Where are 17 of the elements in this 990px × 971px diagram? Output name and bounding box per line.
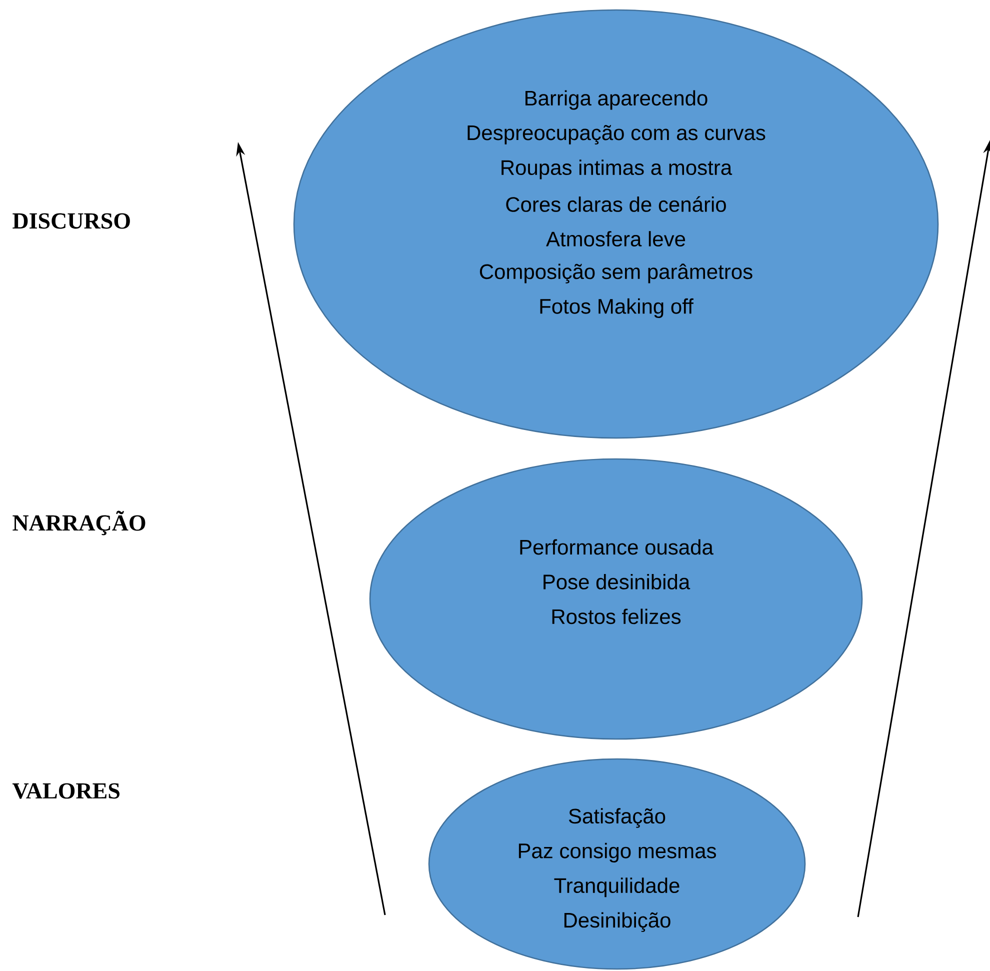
list-text: Fotos Making off [540, 298, 694, 318]
list-text: Cores claras de cenário [506, 196, 726, 212]
level-label: VALORES [12, 783, 120, 799]
list-text: Satisfação [568, 808, 666, 828]
list-text: Composição sem parâmetros [480, 264, 752, 284]
level-label: NARRAÇÃO [12, 510, 146, 536]
list-text: Desinibição [564, 912, 670, 932]
list-text: Barriga aparecendo [526, 90, 708, 110]
list-text: Roupas intimas a mostra [502, 160, 732, 180]
list-text: Tranquilidade [554, 878, 680, 898]
list-text: Atmosfera leve [546, 231, 686, 246]
list-text: Pose desinibida [544, 574, 690, 590]
list-text: Performance ousada [520, 539, 714, 555]
list-text: Rostos felizes [552, 608, 681, 624]
level-label: DISCURSO [12, 213, 130, 229]
list-text: Paz consigo mesmas [518, 842, 716, 862]
list-text: Despreocupação com as curvas [468, 124, 766, 144]
